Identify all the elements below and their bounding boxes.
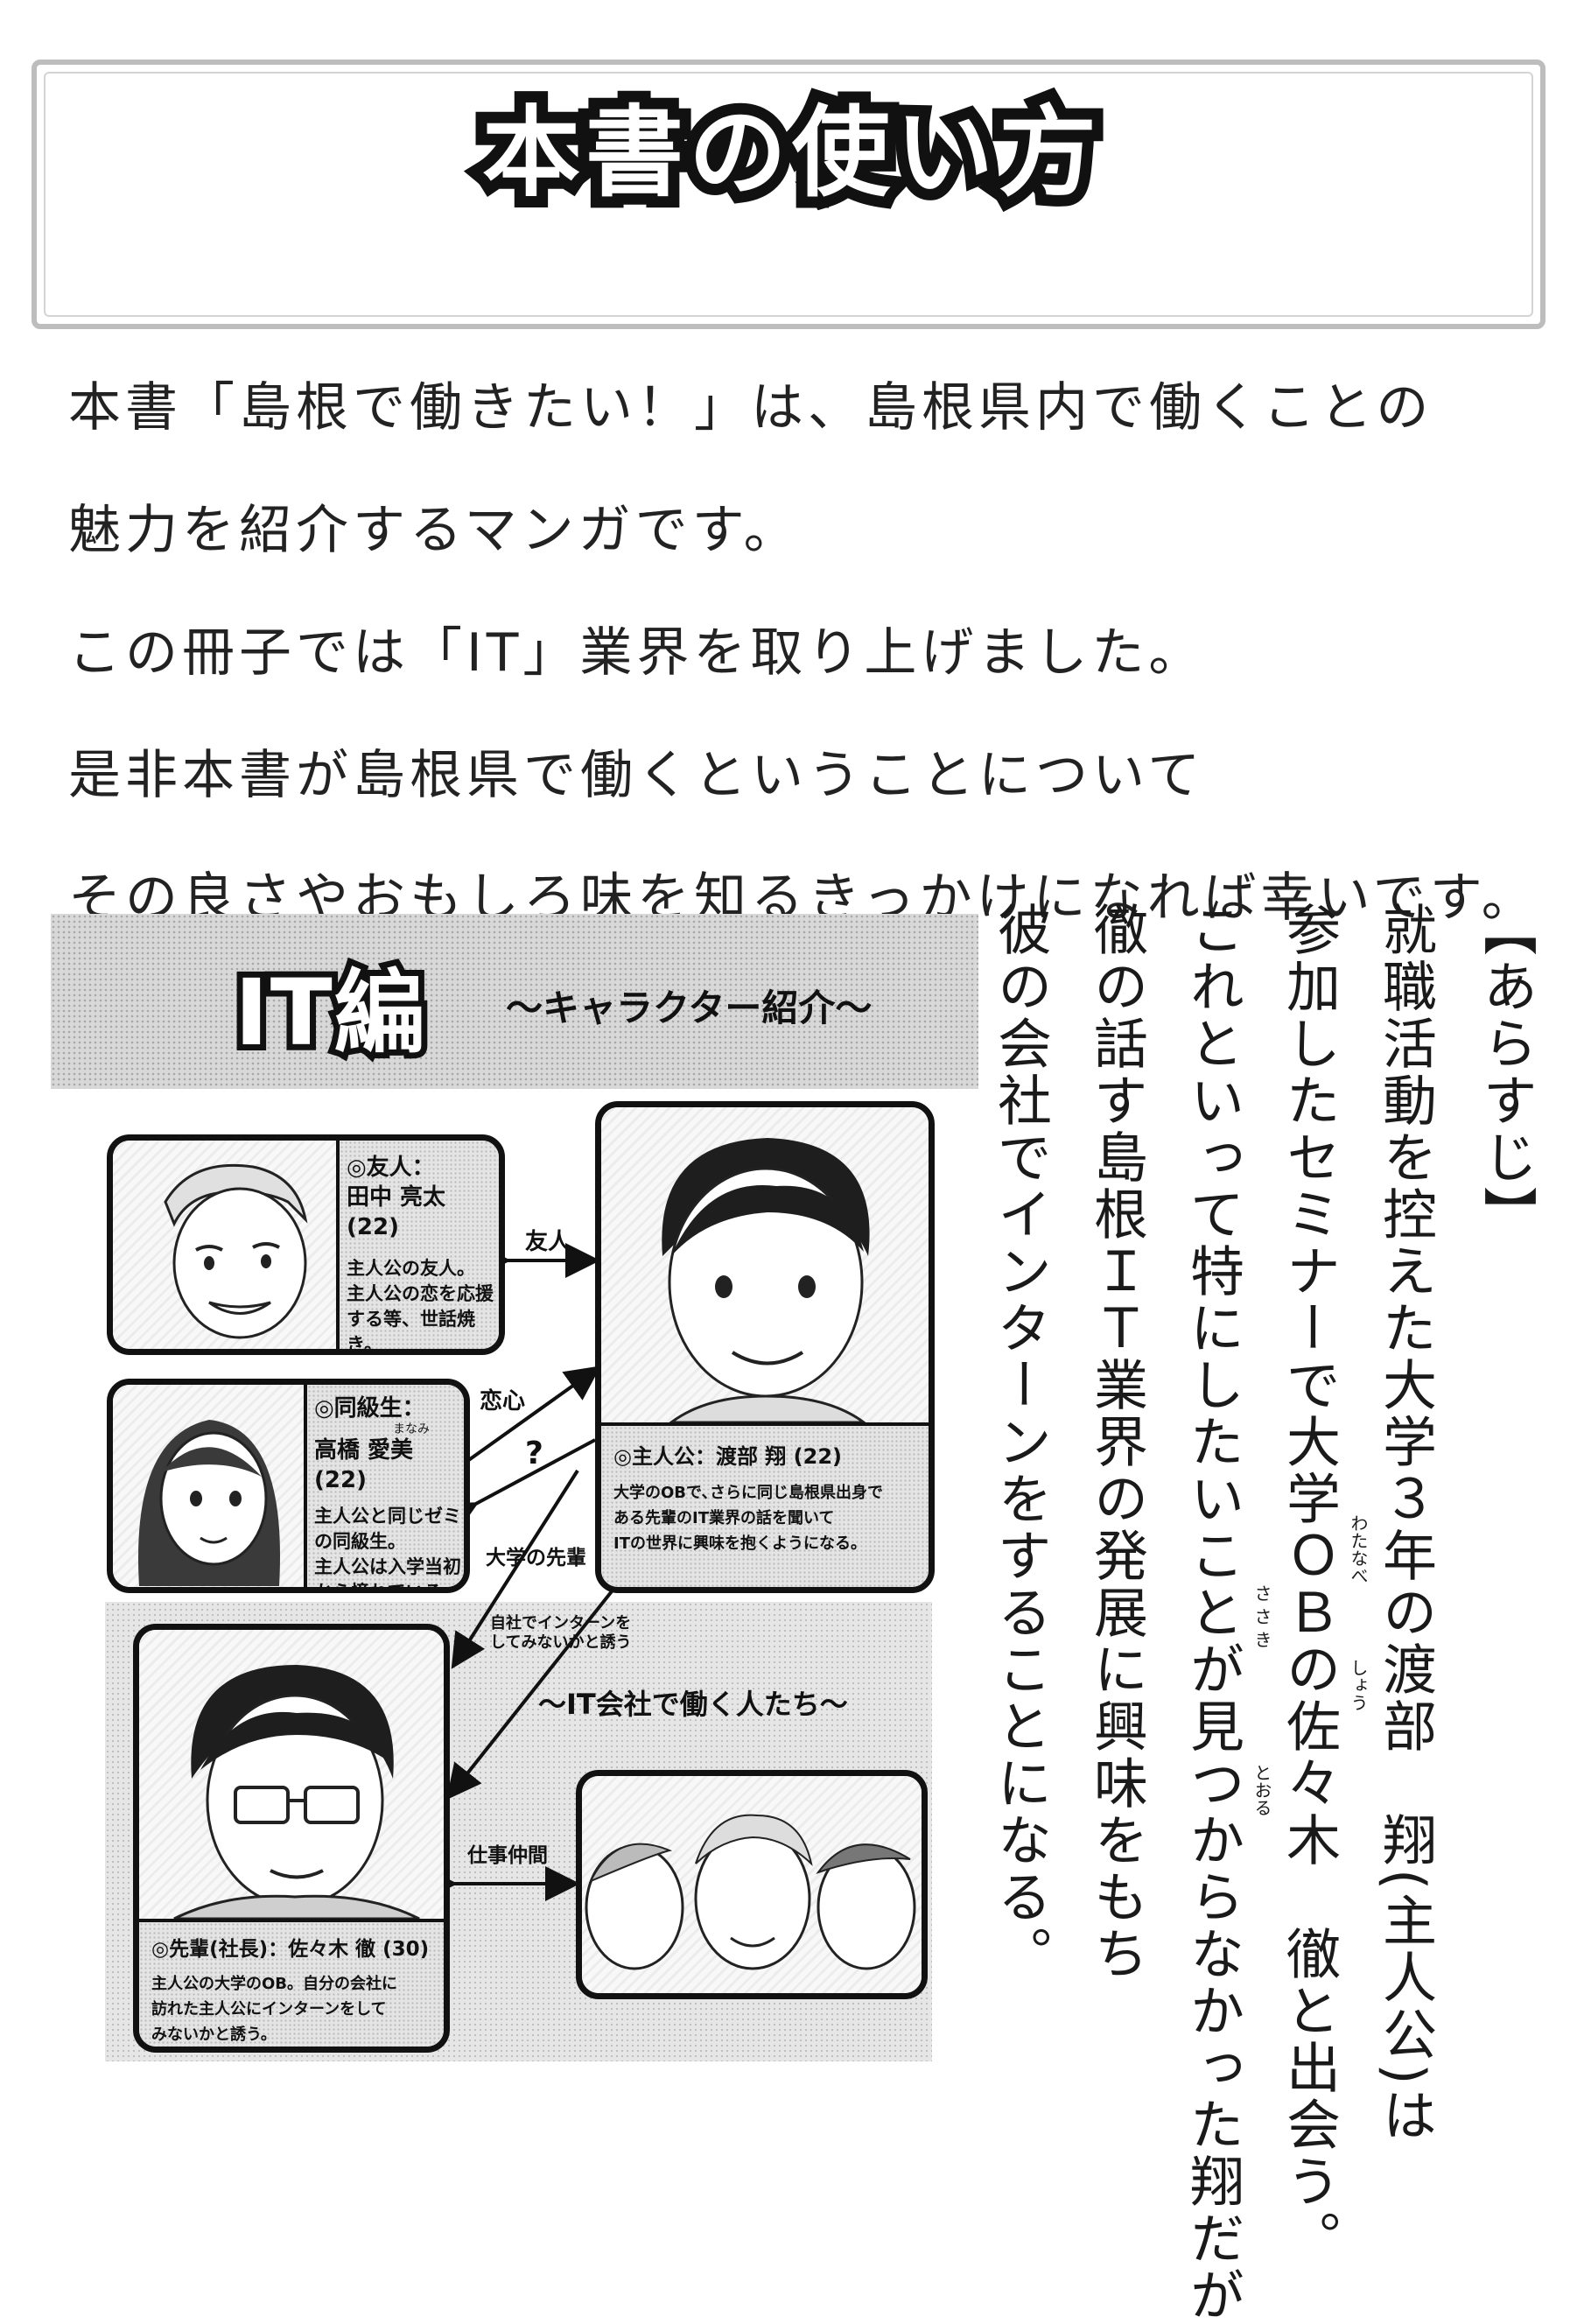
- senior-panel: ◎先輩(社長)：佐々木 徹 (30) 主人公の大学のOB。自分の会社に 訪れた主…: [133, 1624, 450, 2053]
- friend-desc: 主人公の友人。: [347, 1258, 475, 1279]
- classmate-illustration: [138, 1420, 280, 1586]
- relation-label-invite-2: してみないかと誘う: [490, 1633, 632, 1652]
- relation-label-friend: 友人: [525, 1229, 571, 1255]
- classmate-panel: ◎同級生： まなみ 高橋 愛美 (22) 主人公と同じゼミ の同級生。 主人公は…: [107, 1379, 470, 1593]
- protagonist-name: ◎主人公：渡部 翔 (22): [613, 1444, 842, 1469]
- synopsis-column: 徹の話す島根ＩＴ業界の発展に興味をもち: [1084, 902, 1148, 1983]
- coworkers-portrait: [582, 1776, 922, 1993]
- protagonist-portrait: [601, 1107, 929, 1422]
- friend-desc: する等、世話焼き。: [347, 1309, 475, 1355]
- classmate-desc: 主人公と同じゼミ: [314, 1506, 461, 1527]
- classmate-desc: から憧れている。: [314, 1582, 461, 1593]
- relation-label-coworkers: 仕事仲間: [467, 1844, 548, 1867]
- protagonist-desc: ITの世界に興味を抱くようになる。: [613, 1534, 866, 1553]
- classmate-desc: の同級生。: [314, 1531, 406, 1552]
- senior-portrait: [139, 1630, 444, 1919]
- furigana-sasaki: さ さ き: [1251, 1584, 1272, 1648]
- coworkers-illustration: [585, 1814, 916, 1970]
- group-title: 〜IT会社で働く人たち〜: [538, 1688, 848, 1721]
- synopsis-heading: 【あらすじ】: [1474, 902, 1538, 1243]
- banner-subtitle: 〜キャラクター紹介〜: [506, 986, 873, 1029]
- page-title: 本書の使い方: [471, 85, 1108, 221]
- senior-infobox: ◎先輩(社長)：佐々木 徹 (30) 主人公の大学のOB。自分の会社に 訪れた主…: [139, 1919, 444, 2047]
- protagonist-desc: ある先輩のIT業界の話を聞いて: [613, 1509, 835, 1527]
- classmate-name: 高橋 愛美 (22): [314, 1437, 414, 1493]
- synopsis-column: 就職活動を控えた大学３年の渡部 翔(主人公)は: [1373, 902, 1437, 2145]
- synopsis-column: 彼の会社でインターンをすることになる。: [988, 902, 1052, 1983]
- intro-line: 魅力を紹介するマンガです。: [68, 500, 801, 561]
- senior-desc: 訪れた主人公にインターンをして: [151, 2000, 387, 2019]
- classmate-role: ◎同級生：: [314, 1395, 425, 1422]
- synopsis-column: これといって特にしたいことが見つからなかった翔だが: [1181, 902, 1244, 2324]
- furigana-tooru: とおる: [1251, 1764, 1272, 1816]
- intro-paragraph: 本書「島根で働きたい！」は、島根県内で働くことの 魅力を紹介するマンガです。 こ…: [68, 364, 1534, 977]
- protagonist-illustration: [662, 1138, 870, 1422]
- friend-portrait: [113, 1141, 336, 1349]
- relation-label-love: 恋心: [480, 1388, 526, 1415]
- friend-infobox: ◎友人： 田中 亮太 (22) 主人公の友人。 主人公の恋を応援 する等、世話焼…: [336, 1141, 499, 1349]
- protagonist-panel: ◎主人公：渡部 翔 (22) 大学のOBで､さらに同じ島根県出身で ある先輩のI…: [595, 1101, 935, 1593]
- synopsis-column: 参加したセミナーで大学ＯＢの佐々木 徹と出会う。: [1277, 902, 1341, 2267]
- section-banner: IT編 〜キャラクター紹介〜: [51, 914, 978, 1089]
- senior-name: ◎先輩(社長)：佐々木 徹 (30): [151, 1938, 430, 1961]
- title-frame: [32, 60, 1545, 329]
- senior-desc: みないかと誘う。: [151, 2026, 277, 2044]
- senior-illustration: [173, 1665, 420, 1919]
- furigana-shou: しょう: [1348, 1659, 1369, 1711]
- coworkers-panel: [576, 1770, 928, 1999]
- friend-name: 田中 亮太 (22): [347, 1184, 446, 1240]
- friend-illustration: [164, 1163, 308, 1339]
- friend-panel: ◎友人： 田中 亮太 (22) 主人公の友人。 主人公の恋を応援 する等、世話焼…: [107, 1134, 505, 1355]
- friend-desc: 主人公の恋を応援: [347, 1283, 494, 1304]
- relation-label-question: ?: [525, 1436, 543, 1471]
- furigana-watanabe: わたなべ: [1348, 1514, 1369, 1584]
- classmate-portrait: [113, 1385, 304, 1587]
- relation-label-senior: 大学の先輩: [486, 1547, 586, 1569]
- banner-title: IT編: [228, 953, 431, 1072]
- classmate-furigana: まなみ: [393, 1422, 430, 1436]
- protagonist-infobox: ◎主人公：渡部 翔 (22) 大学のOBで､さらに同じ島根県出身で ある先輩のI…: [601, 1422, 929, 1587]
- classmate-desc: 主人公は入学当初: [314, 1556, 461, 1577]
- protagonist-desc: 大学のOBで､さらに同じ島根県出身で: [613, 1484, 884, 1502]
- friend-role: ◎友人：: [347, 1155, 435, 1181]
- synopsis: 【あらすじ】 就職活動を控えた大学３年の渡部 翔(主人公)は 参加したセミナーで…: [980, 902, 1558, 2324]
- senior-desc: 主人公の大学のOB。自分の会社に: [151, 1975, 398, 1993]
- intro-line: この冊子では「IT」業界を取り上げました。: [68, 622, 1206, 684]
- intro-line: 是非本書が島根県で働くということについて: [68, 745, 1205, 806]
- classmate-infobox: ◎同級生： まなみ 高橋 愛美 (22) 主人公と同じゼミ の同級生。 主人公は…: [304, 1385, 464, 1587]
- intro-line: 本書「島根で働きたい！」は、島根県内で働くことの: [68, 377, 1433, 439]
- relation-label-invite-1: 自社でインターンを: [490, 1614, 632, 1632]
